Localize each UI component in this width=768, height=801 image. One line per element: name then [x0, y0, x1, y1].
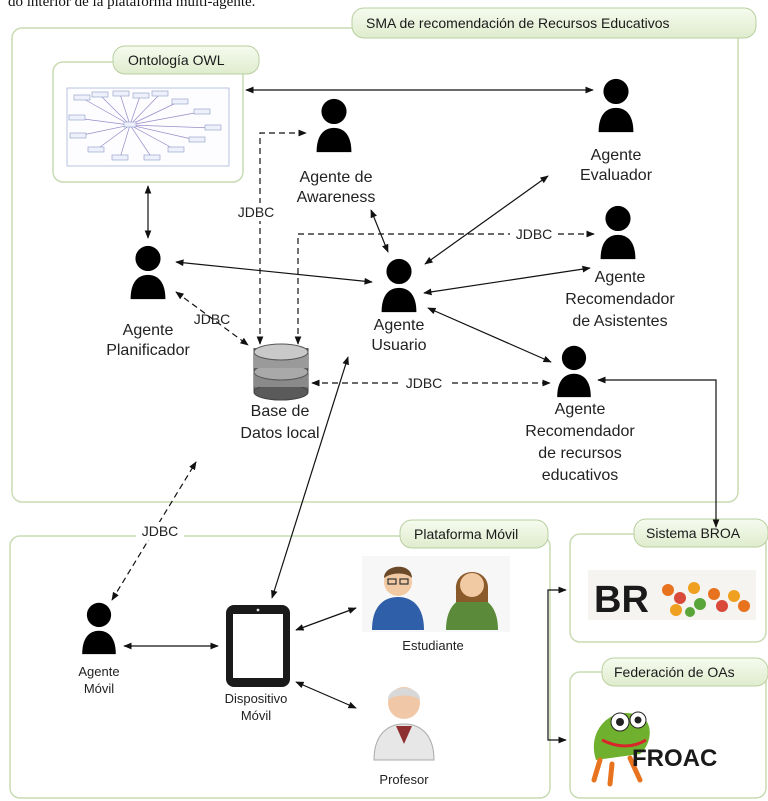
- federacion-title: Federación de OAs: [614, 664, 735, 680]
- device-label-2: Móvil: [241, 708, 271, 723]
- broa-title: Sistema BROA: [646, 525, 741, 541]
- edge-usuario-asistentes: [423, 265, 591, 296]
- agent-awareness-label-2: Awareness: [297, 189, 376, 206]
- agent-recursos-label-1: Agente: [555, 401, 606, 418]
- edge-broa-federacion: [547, 586, 567, 744]
- agent-recursos-icon: [557, 345, 591, 398]
- agent-asistentes-label-3: de Asistentes: [572, 313, 667, 330]
- sma-title: SMA de recomendación de Recursos Educati…: [366, 15, 670, 31]
- estudiante-label: Estudiante: [402, 638, 463, 653]
- agent-awareness-label-1: Agente de: [300, 169, 373, 186]
- edge-awareness-usuario: [370, 209, 389, 253]
- jdbc-asistentes-bg: [510, 225, 558, 243]
- svg-text:BR: BR: [594, 579, 649, 621]
- edge-planificador-usuario: [175, 259, 373, 285]
- federacion-tag: [601, 657, 768, 687]
- froac-logo-text: FROAC: [632, 745, 717, 772]
- agent-usuario-label-2: Usuario: [371, 337, 426, 354]
- agent-evaluador-icon: [598, 78, 634, 133]
- jdbc-recursos-bg: [400, 374, 448, 392]
- plataforma-title: Plataforma Móvil: [414, 526, 518, 542]
- agent-movil-label-1: Agente: [78, 664, 119, 679]
- database-label-1: Base de: [251, 403, 310, 420]
- agent-awareness-icon: [316, 98, 352, 153]
- jdbc-asistentes-label: JDBC: [516, 226, 553, 242]
- edge-planificador-db-jdbc: [175, 291, 249, 346]
- sma-tag: [351, 7, 757, 39]
- tablet-icon: [226, 605, 290, 687]
- device-label-1: Dispositivo: [225, 691, 288, 706]
- database-icon: [253, 343, 309, 401]
- jdbc-awareness-label: JDBC: [238, 204, 275, 220]
- jdbc-planificador-label: JDBC: [194, 311, 231, 327]
- edge-usuario-recursos: [427, 307, 552, 363]
- agent-planificador-label-1: Agente: [123, 322, 174, 339]
- agent-usuario-label-1: Agente: [374, 317, 425, 334]
- froac-logo: FROAC: [591, 711, 717, 787]
- ontology-graph-image: [66, 87, 230, 167]
- agent-planificador-icon: [130, 245, 166, 300]
- agent-recursos-label-4: educativos: [542, 467, 619, 484]
- agent-evaluador-label-2: Evaluador: [580, 167, 653, 184]
- agent-usuario-icon: [381, 258, 417, 313]
- agent-evaluador-label-1: Agente: [591, 147, 642, 164]
- agent-asistentes-label-2: Recomendador: [565, 291, 675, 308]
- profesor-label: Profesor: [379, 772, 429, 787]
- ontologia-tag: [112, 45, 260, 75]
- jdbc-recursos-label: JDBC: [406, 375, 443, 391]
- edge-dispositivo-estudiante: [295, 607, 357, 631]
- agent-recursos-label-2: Recomendador: [525, 423, 635, 440]
- ontologia-title: Ontología OWL: [128, 52, 225, 68]
- edge-recursos-broa: [597, 376, 720, 528]
- broa-logo: BR: [588, 570, 756, 621]
- student-avatars-image: [362, 556, 510, 632]
- jdbc-awareness-bg: [232, 203, 280, 221]
- edge-db-awareness-jdbc: [256, 129, 307, 345]
- agent-asistentes-icon: [600, 205, 636, 260]
- agent-movil-icon: [82, 602, 116, 655]
- edge-db-asistentes-jdbc: [294, 230, 595, 345]
- edge-usuario-evaluador: [424, 175, 549, 265]
- jdbc-movil-bg: [136, 522, 184, 540]
- jdbc-movil-label: JDBC: [142, 523, 179, 539]
- top-caption: do interior de la plataforma multi-agent…: [8, 0, 255, 10]
- agent-planificador-label-2: Planificador: [106, 342, 190, 359]
- agent-movil-label-2: Móvil: [84, 681, 114, 696]
- edge-dispositivo-profesor: [295, 681, 357, 709]
- professor-avatar-image: [373, 687, 435, 761]
- database-label-2: Datos local: [240, 425, 319, 442]
- edge-dispositivo-usuario: [271, 356, 349, 599]
- plataforma-tag: [399, 519, 549, 549]
- agent-asistentes-label-1: Agente: [595, 269, 646, 286]
- agent-recursos-label-3: de recursos: [538, 445, 622, 462]
